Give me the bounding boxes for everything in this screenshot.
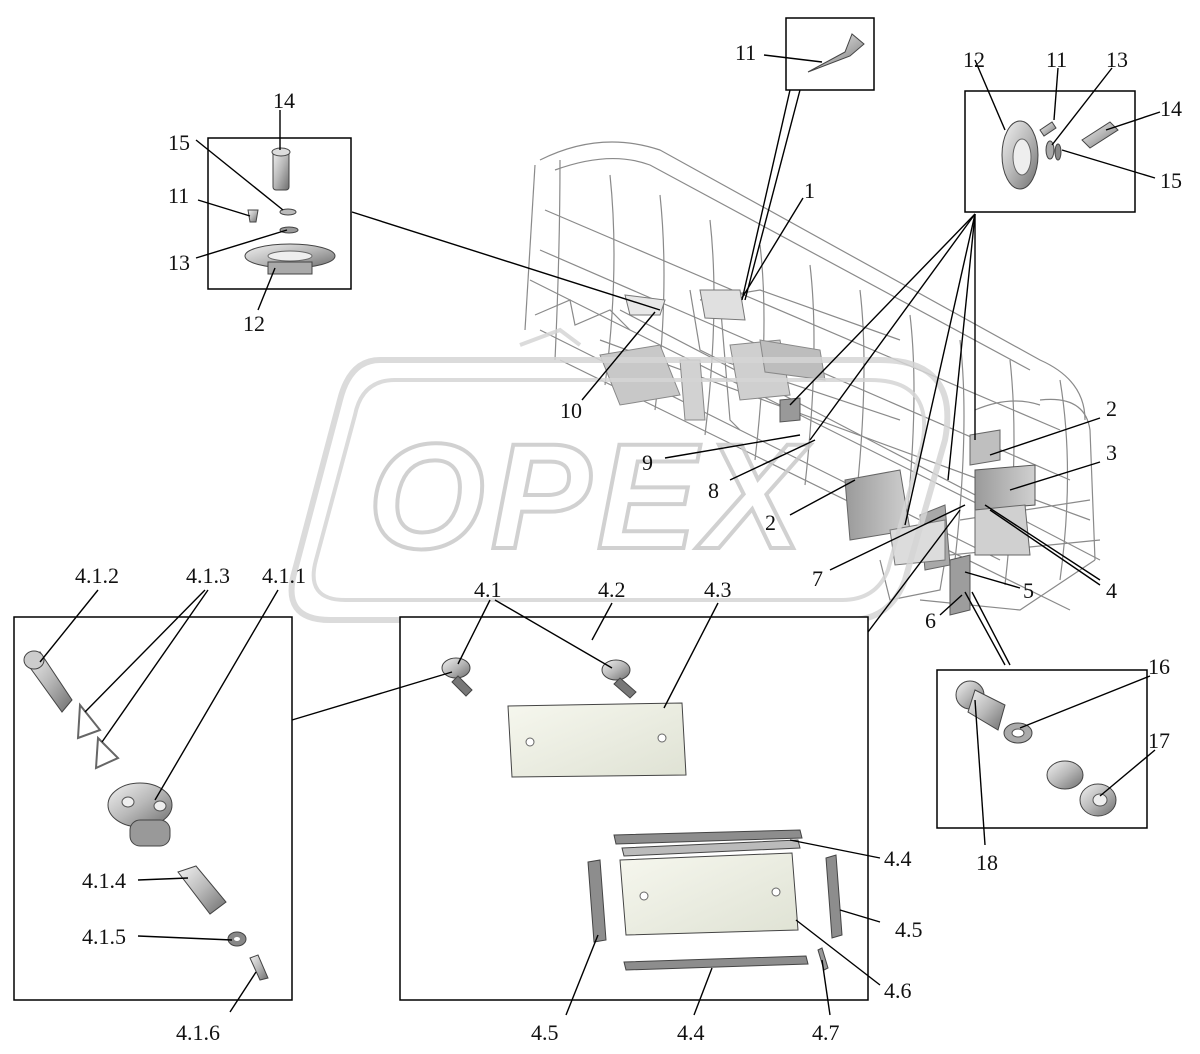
latch-icon	[177, 865, 227, 915]
label-4-2: 4.2	[598, 577, 626, 602]
label-9: 9	[642, 450, 653, 475]
label-4-4-bottom: 4.4	[677, 1020, 705, 1045]
cover-plate-43	[507, 702, 687, 778]
bushing-17-icon	[1046, 760, 1084, 790]
washer-icon-2	[279, 226, 299, 234]
label-4-1-3: 4.1.3	[186, 563, 230, 588]
cover-plate-46	[619, 852, 799, 936]
strip-45-left	[587, 859, 607, 943]
label-18: 18	[976, 850, 998, 875]
pin-icon	[967, 689, 1006, 731]
label-10: 10	[560, 398, 582, 423]
label-4-4-right: 4.4	[884, 846, 912, 871]
inset-lock-assembly	[13, 616, 293, 1001]
lock-41-icon	[441, 657, 471, 679]
label-17: 17	[1148, 728, 1170, 753]
inset-fasteners-right	[964, 90, 1136, 213]
label-13-right: 13	[1106, 47, 1128, 72]
washer-right-icon	[1045, 140, 1055, 160]
part-labels: 11 1 14 15 11 13 12 10 12 11 13 14 15 2 …	[75, 40, 1182, 1045]
label-5: 5	[1023, 578, 1034, 603]
label-4-1-1: 4.1.1	[262, 563, 306, 588]
label-4-6: 4.6	[884, 978, 912, 1003]
lock-41b-icon	[601, 659, 631, 681]
label-14-right: 14	[1160, 96, 1182, 121]
label-4-5-left: 4.5	[531, 1020, 559, 1045]
screw-icon	[807, 33, 865, 73]
washer-icon	[279, 208, 297, 216]
label-4-3: 4.3	[704, 577, 732, 602]
label-2-right: 2	[1106, 396, 1117, 421]
screw-small-icon	[247, 209, 259, 223]
inset-hatch-assembly	[399, 616, 869, 1001]
label-12-left: 12	[243, 311, 265, 336]
label-11-left: 11	[168, 183, 189, 208]
ring-icon-2	[94, 735, 120, 770]
ring-icon	[76, 702, 102, 740]
inset-fasteners-left	[207, 137, 352, 290]
label-4-1-4: 4.1.4	[82, 868, 126, 893]
strip-44-bottom	[623, 955, 809, 971]
label-2-mid: 2	[765, 510, 776, 535]
label-16: 16	[1148, 654, 1170, 679]
label-11-top: 11	[735, 40, 756, 65]
label-15-left: 15	[168, 130, 190, 155]
label-1: 1	[804, 178, 815, 203]
label-11-right: 11	[1046, 47, 1067, 72]
label-6: 6	[925, 608, 936, 633]
inset-screw-11	[785, 17, 875, 91]
inset-box-hatch	[399, 616, 869, 1001]
label-3: 3	[1106, 440, 1117, 465]
label-13-left: 13	[168, 250, 190, 275]
label-4: 4	[1106, 578, 1117, 603]
watermark-text: OPEX	[368, 412, 811, 580]
inset-box-top	[785, 17, 875, 91]
label-8: 8	[708, 478, 719, 503]
label-4-1: 4.1	[474, 577, 502, 602]
label-12-right: 12	[963, 47, 985, 72]
label-4-5-right: 4.5	[895, 917, 923, 942]
screw-right-icon	[1039, 121, 1057, 137]
label-4-1-5: 4.1.5	[82, 924, 126, 949]
inset-bushings	[936, 669, 1148, 829]
leader-lines	[39, 54, 1161, 1016]
label-7: 7	[812, 566, 823, 591]
label-4-1-6: 4.1.6	[176, 1020, 220, 1045]
label-4-7: 4.7	[812, 1020, 840, 1045]
strip-45-right	[825, 854, 843, 939]
strip-44-top	[613, 829, 803, 845]
label-14-left: 14	[273, 88, 295, 113]
label-15-right: 15	[1160, 168, 1182, 193]
cotter-pin-icon	[249, 954, 269, 981]
label-4-1-2: 4.1.2	[75, 563, 119, 588]
